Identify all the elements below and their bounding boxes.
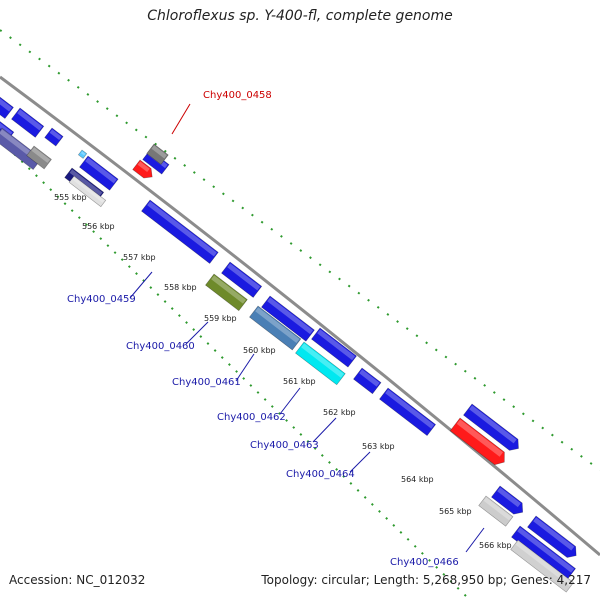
gene-feature-1[interactable] bbox=[0, 93, 14, 119]
leader-line-0464 bbox=[349, 451, 371, 473]
gene-feature-18[interactable] bbox=[295, 341, 346, 386]
gene-feature-21[interactable] bbox=[491, 485, 526, 518]
gene-label-chy400-0466[interactable]: Chy400_0466 bbox=[390, 557, 459, 568]
gene-feature-9[interactable] bbox=[68, 175, 107, 208]
tick-label-561kbp: 561 kbp bbox=[283, 377, 316, 386]
gene-feature-25[interactable] bbox=[510, 539, 574, 593]
gene-feature-20[interactable] bbox=[463, 403, 522, 454]
tick-label-564kbp: 564 kbp bbox=[401, 475, 434, 484]
tick-label-557kbp: 557 kbp bbox=[123, 253, 156, 262]
gene-label-chy400-0459[interactable]: Chy400_0459 bbox=[67, 294, 136, 305]
gene-labels: Chy400_0458 Chy400_0459 Chy400_0460 Chy4… bbox=[67, 90, 459, 568]
gene-feature-2[interactable] bbox=[11, 107, 45, 138]
leader-line-0463 bbox=[312, 417, 337, 443]
tick-label-555kbp: 555 kbp bbox=[54, 193, 87, 202]
gene-feature-11[interactable] bbox=[141, 199, 219, 264]
tick-label-560kbp: 560 kbp bbox=[243, 346, 276, 355]
tick-label-558kbp: 558 kbp bbox=[164, 283, 197, 292]
tick-label-559kbp: 559 kbp bbox=[204, 314, 237, 323]
gene-feature-19[interactable] bbox=[379, 387, 437, 437]
gene-feature-16[interactable] bbox=[249, 305, 302, 351]
genome-summary: Topology: circular; Length: 5,268,950 bp… bbox=[261, 573, 591, 587]
gene-feature-3[interactable] bbox=[44, 127, 64, 147]
backbone-curve bbox=[0, 75, 600, 557]
gene-label-chy400-0460[interactable]: Chy400_0460 bbox=[126, 341, 195, 352]
accession-text: Accession: NC_012032 bbox=[9, 573, 146, 587]
leader-line-0462 bbox=[279, 387, 301, 415]
gene-feature-14[interactable] bbox=[205, 273, 248, 312]
gene-label-chy400-0461[interactable]: Chy400_0461 bbox=[172, 377, 241, 388]
tick-label-562kbp: 562 kbp bbox=[323, 408, 356, 417]
figure-title: Chloroflexus sp. Y-400-fl, complete geno… bbox=[147, 8, 453, 24]
dots-inner-dashed bbox=[0, 139, 471, 600]
kbp-tick-labels: 555 kbp 556 kbp 557 kbp 558 kbp 559 kbp … bbox=[54, 193, 512, 550]
gene-feature-29[interactable] bbox=[132, 159, 156, 182]
gene-label-chy400-0462[interactable]: Chy400_0462 bbox=[217, 412, 286, 423]
gene-feature-10[interactable] bbox=[77, 149, 88, 159]
dotted-guide-lines bbox=[0, 29, 600, 600]
gene-feature-17[interactable] bbox=[353, 367, 382, 395]
leader-line-0466 bbox=[465, 527, 485, 553]
genome-backbone bbox=[0, 75, 600, 557]
gene-label-chy400-0463[interactable]: Chy400_0463 bbox=[250, 440, 319, 451]
gene-feature-12[interactable] bbox=[221, 261, 263, 298]
gene-label-chy400-0458[interactable]: Chy400_0458 bbox=[203, 90, 272, 101]
leader-line-0459 bbox=[129, 271, 153, 299]
tick-label-566kbp: 566 kbp bbox=[479, 541, 512, 550]
gene-features bbox=[0, 93, 580, 593]
gene-label-chy400-0464[interactable]: Chy400_0464 bbox=[286, 469, 355, 480]
leader-line-0461 bbox=[235, 353, 255, 382]
gene-feature-28[interactable] bbox=[449, 417, 509, 468]
label-leader-lines bbox=[129, 103, 485, 553]
leader-line-0458 bbox=[171, 103, 191, 135]
gene-feature-7[interactable] bbox=[79, 155, 119, 191]
tick-label-565kbp: 565 kbp bbox=[439, 507, 472, 516]
gene-feature-23[interactable] bbox=[478, 495, 514, 527]
gene-feature-15[interactable] bbox=[311, 327, 357, 368]
leader-line-0460 bbox=[185, 321, 209, 345]
gene-feature-27[interactable] bbox=[146, 143, 169, 165]
tick-label-563kbp: 563 kbp bbox=[362, 442, 395, 451]
gene-feature-13[interactable] bbox=[261, 295, 315, 342]
gene-feature-22[interactable] bbox=[527, 515, 580, 561]
tick-label-556kbp: 556 kbp bbox=[82, 222, 115, 231]
gene-feature-6[interactable] bbox=[26, 145, 52, 170]
dots-outer-dashed bbox=[0, 29, 600, 471]
